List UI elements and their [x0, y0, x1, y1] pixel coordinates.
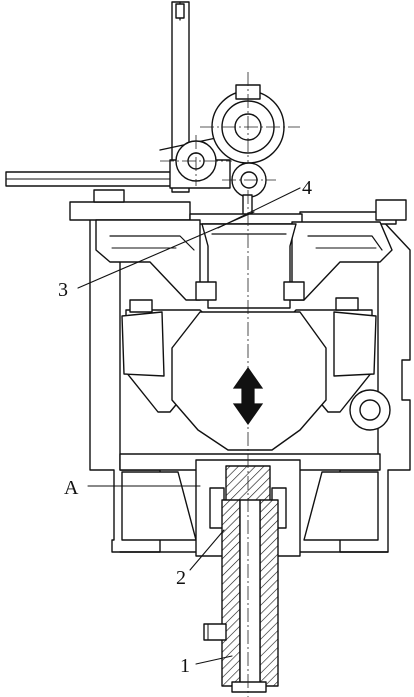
label-part-4: 4	[302, 177, 312, 199]
motion-arrow	[232, 366, 264, 426]
upper-cone-left	[95, 219, 201, 301]
label-part-A: A	[64, 477, 79, 499]
outer-housing	[69, 189, 411, 553]
lower-shaft	[203, 499, 279, 693]
central-neck	[195, 223, 305, 309]
leader-lines	[77, 187, 301, 665]
upper-gear-assembly	[200, 72, 300, 180]
label-part-1: 1	[180, 655, 190, 677]
side-boss	[349, 389, 391, 431]
label-part-3: 3	[58, 279, 68, 301]
label-part-2: 2	[176, 567, 186, 589]
small-gear-left	[160, 135, 232, 186]
upper-cone-right	[291, 221, 393, 301]
